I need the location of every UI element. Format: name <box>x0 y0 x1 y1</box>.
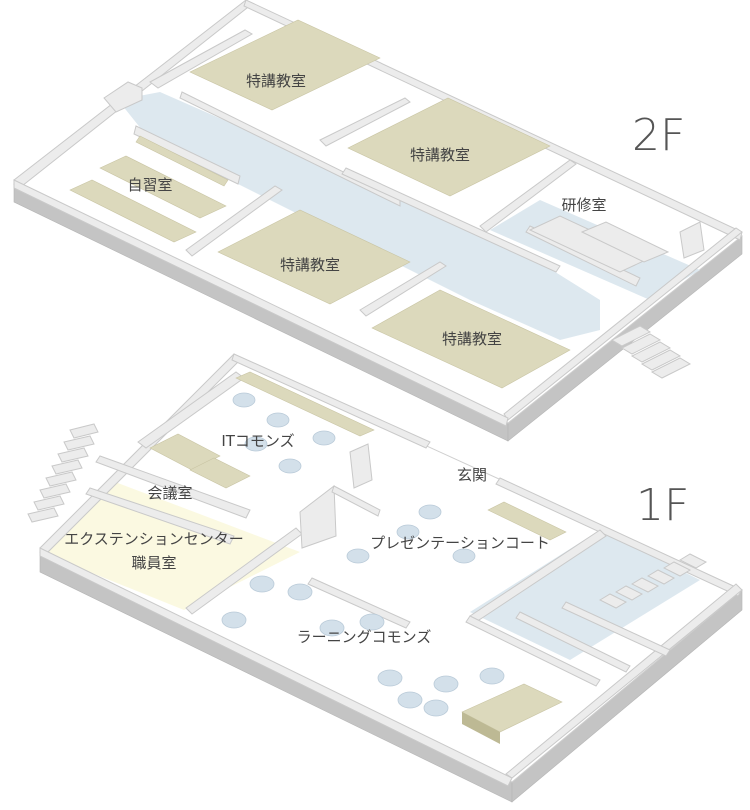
corridor-2f <box>118 92 600 340</box>
room-label-staff-room: 職員室 <box>131 554 176 572</box>
desk-grid-classroom-d <box>371 289 571 389</box>
room-label-classroom-b: 特講教室 <box>410 146 470 164</box>
stairs-1f-left <box>27 423 99 523</box>
floor-label-2f: 2F <box>632 110 685 161</box>
room-label-entrance: 玄関 <box>457 466 487 484</box>
floor-2f: 特講教室 特講教室 自習室 研修室 特講教室 特講教室 2F <box>13 0 743 442</box>
room-label-extension-center: エクステンションセンター <box>64 530 244 548</box>
room-label-presentation-court: プレゼンテーションコート <box>370 534 550 552</box>
stairs-2f-right <box>610 325 692 379</box>
room-label-classroom-a: 特講教室 <box>246 72 306 90</box>
room-label-meeting-room: 会議室 <box>147 484 192 502</box>
floor-1f: ITコモンズ 玄関 会議室 エクステンションセンター 職員室 プレゼンテーション… <box>27 353 743 803</box>
stairs-1f-right <box>598 553 708 609</box>
room-label-it-commons: ITコモンズ <box>221 432 294 450</box>
floor-label-1f: 1F <box>636 480 689 531</box>
desk-grid-classroom-a <box>189 19 381 111</box>
room-label-self-study: 自習室 <box>127 176 172 194</box>
desk-grid-classroom-b <box>347 97 551 197</box>
room-label-learning-commons: ラーニングコモンズ <box>297 628 432 646</box>
room-label-training: 研修室 <box>561 196 606 214</box>
room-label-classroom-d: 特講教室 <box>442 330 502 348</box>
desk-grid-classroom-c <box>217 209 411 305</box>
room-label-classroom-c: 特講教室 <box>280 256 340 274</box>
